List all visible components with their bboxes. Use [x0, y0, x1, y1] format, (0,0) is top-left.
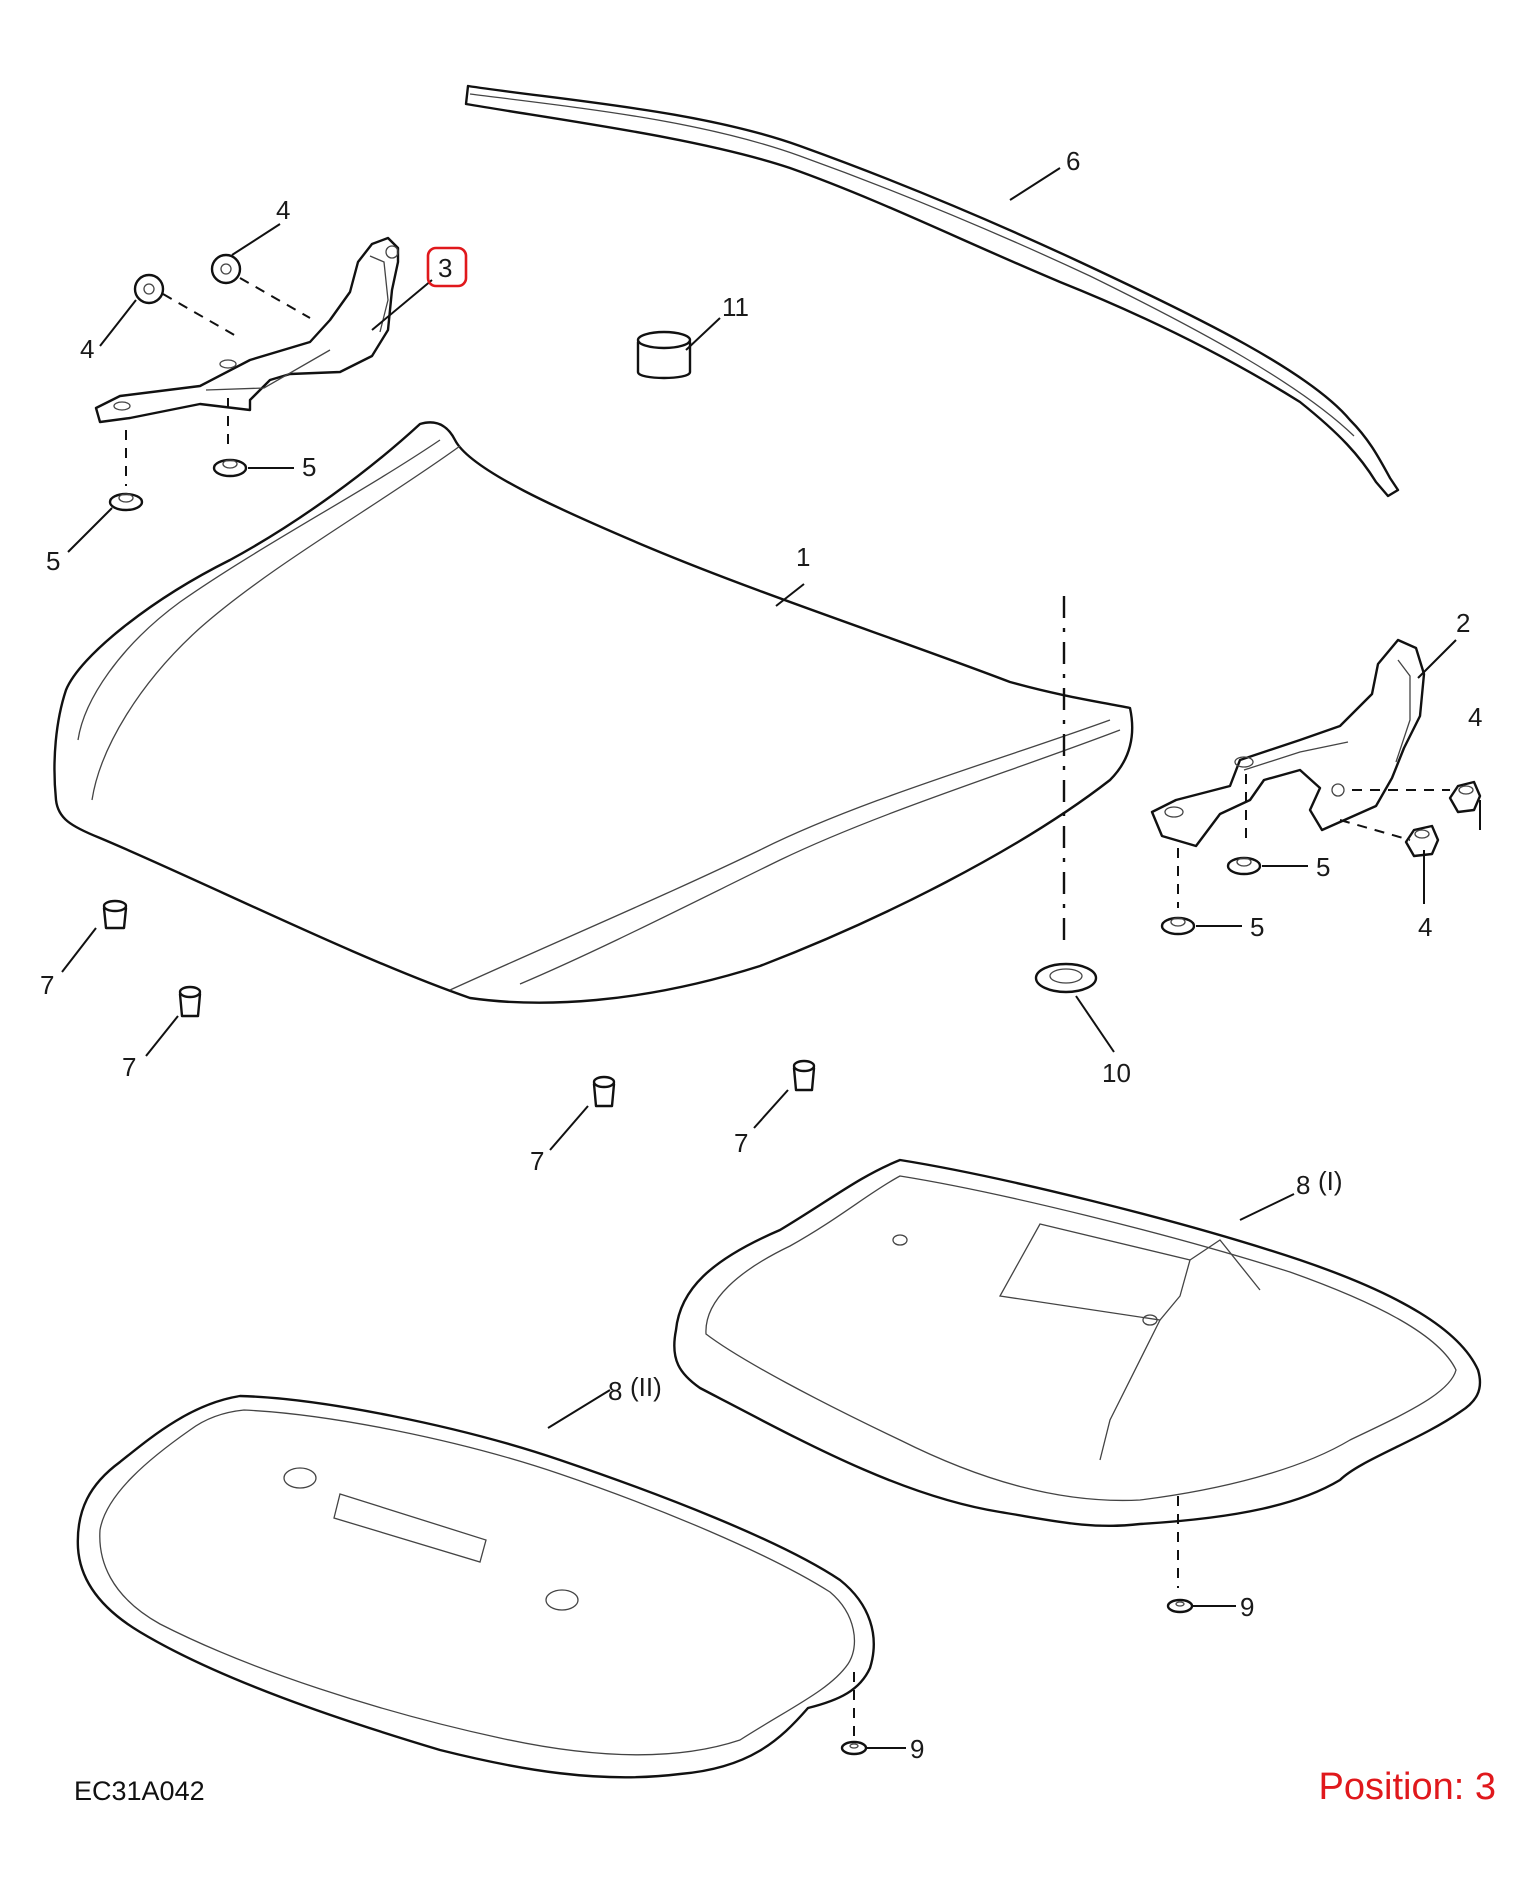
position-indicator: Position: 3 — [1318, 1766, 1496, 1808]
callout-6[interactable]: 6 — [1066, 146, 1080, 176]
hood-grommet-part — [1034, 962, 1098, 994]
pad-clip-b-part — [840, 1740, 868, 1756]
hood-insulation-pad-ii-part — [76, 1394, 875, 1779]
callout-5-right-a[interactable]: 5 — [1316, 852, 1330, 882]
hood-insulation-pad-i-part — [673, 1158, 1482, 1527]
callout-4-left-lower[interactable]: 4 — [80, 334, 94, 364]
callout-7-b[interactable]: 7 — [122, 1052, 136, 1082]
callout-4-right-upper[interactable]: 4 — [1468, 702, 1482, 732]
callout-labels: 1 2 3 4 4 4 4 5 5 5 5 6 7 7 7 7 8 (I) 8 … — [40, 146, 1482, 1764]
left-hinge-washer-lower-part — [133, 273, 165, 305]
hood-seal-strip-part — [464, 84, 1400, 498]
callout-5-right-b[interactable]: 5 — [1250, 912, 1264, 942]
right-hood-hinge-part — [1150, 638, 1426, 848]
diagram-code: EC31A042 — [74, 1776, 205, 1806]
right-hinge-nut-a-part — [1226, 856, 1262, 876]
callout-7-a[interactable]: 7 — [40, 970, 54, 1000]
callout-7-d[interactable]: 7 — [734, 1128, 748, 1158]
bump-stop-a-part — [102, 899, 128, 930]
callout-9-b[interactable]: 9 — [910, 1734, 924, 1764]
callout-5-left-b[interactable]: 5 — [46, 546, 60, 576]
left-hinge-nut-b-part — [108, 492, 144, 512]
callout-11[interactable]: 11 — [722, 292, 749, 322]
callout-8-i-sub[interactable]: (I) — [1318, 1166, 1343, 1196]
callout-10[interactable]: 10 — [1102, 1058, 1131, 1088]
callout-8-ii-sub[interactable]: (II) — [630, 1372, 662, 1402]
callout-9-a[interactable]: 9 — [1240, 1592, 1254, 1622]
bump-stop-d-part — [792, 1059, 816, 1092]
left-hinge-nut-a-part — [212, 458, 248, 478]
left-hood-hinge-part — [94, 236, 400, 424]
pad-clip-a-part — [1166, 1598, 1194, 1614]
leader-lines — [61, 167, 1481, 1749]
hood-bumper-part — [636, 330, 692, 380]
selected-part-highlight — [426, 246, 468, 288]
callout-8-i[interactable]: 8 — [1296, 1170, 1310, 1200]
callout-4-right-lower[interactable]: 4 — [1418, 912, 1432, 942]
callout-1[interactable]: 1 — [796, 542, 810, 572]
left-hinge-washer-upper-part — [210, 253, 242, 285]
callout-4-left-upper[interactable]: 4 — [276, 195, 290, 225]
callout-8-ii[interactable]: 8 — [608, 1376, 622, 1406]
callout-2[interactable]: 2 — [1456, 608, 1470, 638]
bump-stop-b-part — [178, 985, 202, 1018]
callout-7-c[interactable]: 7 — [530, 1146, 544, 1176]
assembly-lines — [125, 277, 1450, 1736]
right-hinge-nut-lower-part — [1404, 824, 1440, 858]
callout-5-left-a[interactable]: 5 — [302, 452, 316, 482]
right-hinge-nut-upper-part — [1448, 780, 1482, 814]
right-hinge-nut-b-part — [1160, 916, 1196, 936]
hood-panel-part — [53, 421, 1134, 1004]
callout-3[interactable]: 3 — [438, 253, 452, 283]
bump-stop-c-part — [592, 1075, 616, 1108]
